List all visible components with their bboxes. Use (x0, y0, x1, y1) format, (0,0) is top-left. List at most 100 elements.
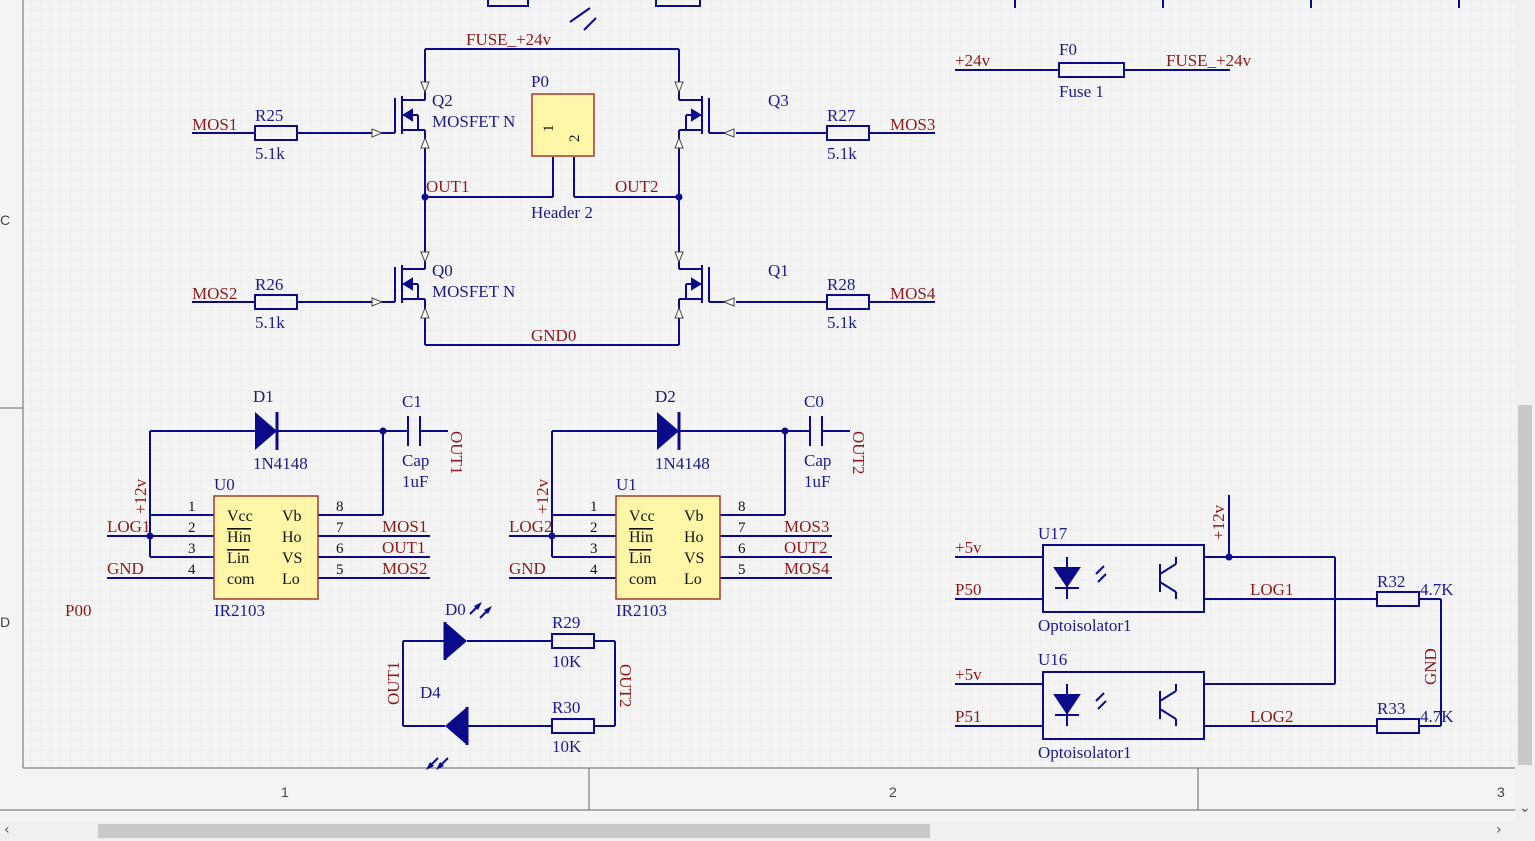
p0-pin1: 1 (541, 125, 557, 133)
grid (23, 0, 1515, 768)
svg-text:1: 1 (188, 499, 196, 515)
scroll-down-arrow[interactable]: ⌄ (1519, 800, 1531, 816)
led-d4[interactable] (426, 707, 469, 770)
u1-net-gnd: GND (509, 559, 546, 578)
u1-net-log2: LOG2 (509, 517, 552, 536)
designator-u0: U0 (214, 475, 235, 494)
scroll-right-arrow[interactable]: › (1496, 822, 1502, 838)
led-wires (402, 640, 616, 727)
u0-part: IR2103 (214, 601, 265, 620)
svg-text:8: 8 (738, 499, 746, 515)
c1-type: Cap (402, 451, 429, 470)
header-p0[interactable] (531, 93, 595, 157)
horizontal-scrollbar[interactable]: ‹ › (0, 821, 1535, 841)
vertical-scrollbar[interactable]: ⌄ (1515, 0, 1535, 821)
r25-value: 5.1k (255, 144, 285, 163)
svg-text:VS: VS (282, 550, 302, 567)
designator-q2: Q2 (432, 91, 453, 110)
led-net-out2: OUT2 (616, 664, 635, 707)
u0-net-log1: LOG1 (107, 517, 150, 536)
svg-text:2: 2 (188, 520, 196, 536)
designator-r33: R33 (1377, 699, 1405, 718)
designator-r28: R28 (827, 275, 855, 294)
svg-text:Vcc: Vcc (227, 508, 253, 525)
svg-text:Hin: Hin (227, 529, 251, 546)
u0-pin-labels: Vcc Hin Lin com Vb Ho VS Lo 1 2 3 4 8 7 … (188, 499, 344, 588)
u0-plus12: +12v (131, 478, 150, 514)
opto-net-log1: LOG1 (1250, 580, 1293, 599)
driver-u0-wires (107, 430, 448, 579)
u0-net-mos2: MOS2 (382, 559, 427, 578)
schematic-sheet[interactable]: C D 1 2 3 (0, 0, 1515, 821)
u1-plus12: +12v (533, 478, 552, 514)
edge-zone-c: C (0, 212, 10, 228)
led-d0[interactable] (443, 602, 492, 660)
vertical-scroll-thumb[interactable] (1518, 405, 1532, 765)
p0-pin2: 2 (567, 135, 583, 143)
edge-zone-d: D (0, 614, 10, 630)
designator-u1: U1 (616, 475, 637, 494)
svg-text:Vcc: Vcc (629, 508, 655, 525)
r30-value: 10K (552, 737, 582, 756)
designator-r27: R27 (827, 106, 856, 125)
svg-text:5: 5 (738, 562, 746, 578)
designator-q0: Q0 (432, 261, 453, 280)
opto-u16[interactable] (1042, 671, 1205, 740)
net-fuse24-top: FUSE_+24v (466, 30, 552, 49)
d2-type: 1N4148 (655, 454, 710, 473)
designator-c1: C1 (402, 392, 422, 411)
u1-net-mos4: MOS4 (784, 559, 830, 578)
u0-net-mos1: MOS1 (382, 517, 427, 536)
horizontal-scroll-thumb[interactable] (98, 824, 930, 838)
designator-c0: C0 (804, 392, 824, 411)
svg-text:6: 6 (738, 541, 746, 557)
opto-net-log2: LOG2 (1250, 707, 1293, 726)
designator-q1: Q1 (768, 261, 789, 280)
designator-r30: R30 (552, 698, 580, 717)
svg-text:1: 1 (590, 499, 598, 515)
ruler-col-1: 1 (281, 784, 289, 800)
r33-value: 4.7K (1420, 707, 1454, 726)
ic-u1[interactable] (615, 495, 721, 600)
net-plus5-b: +5v (955, 665, 982, 684)
net-out1: OUT1 (426, 177, 469, 196)
r32-value: 4.7K (1420, 580, 1454, 599)
u0-net-gnd: GND (107, 559, 144, 578)
opto-wires (955, 495, 1442, 727)
svg-text:5: 5 (336, 562, 344, 578)
c1-value: 1uF (402, 472, 428, 491)
scroll-left-arrow[interactable]: ‹ (4, 822, 10, 838)
designator-u16: U16 (1038, 650, 1067, 669)
svg-text:com: com (629, 571, 657, 588)
svg-text:4: 4 (188, 562, 196, 578)
capacitor-c0[interactable] (809, 416, 823, 446)
net-plus5-a: +5v (955, 538, 982, 557)
net-mos4: MOS4 (890, 284, 936, 303)
u16-part: Optoisolator1 (1038, 743, 1132, 762)
fuse-type: Fuse 1 (1059, 82, 1104, 101)
header2-label: Header 2 (531, 203, 593, 222)
ic-u0[interactable] (213, 495, 319, 600)
designator-r32: R32 (1377, 572, 1405, 591)
net-p50: P50 (955, 580, 981, 599)
mosfet-q1[interactable] (678, 260, 726, 320)
c0-value: 1uF (804, 472, 830, 491)
clipped-top-fragments (487, 0, 1460, 31)
u1-pin-labels: Vcc Hin Lin com Vb Ho VS Lo 1 2 3 4 8 7 … (590, 499, 746, 588)
net-p51: P51 (955, 707, 981, 726)
opto-u17[interactable] (1042, 544, 1205, 613)
net-plus24: +24v (955, 51, 991, 70)
capacitor-c1[interactable] (407, 416, 421, 446)
designator-d1: D1 (253, 387, 274, 406)
diode-d1[interactable] (255, 412, 279, 450)
r26-value: 5.1k (255, 313, 285, 332)
net-gnd0: GND0 (531, 326, 576, 345)
net-mos2: MOS2 (192, 284, 237, 303)
svg-text:VS: VS (684, 550, 704, 567)
designator-f0: F0 (1059, 40, 1077, 59)
diode-d2[interactable] (657, 412, 681, 450)
u1-net-out2: OUT2 (784, 538, 827, 557)
svg-text:4: 4 (590, 562, 598, 578)
r28-value: 5.1k (827, 313, 857, 332)
c1-net-out1: OUT1 (447, 431, 466, 474)
